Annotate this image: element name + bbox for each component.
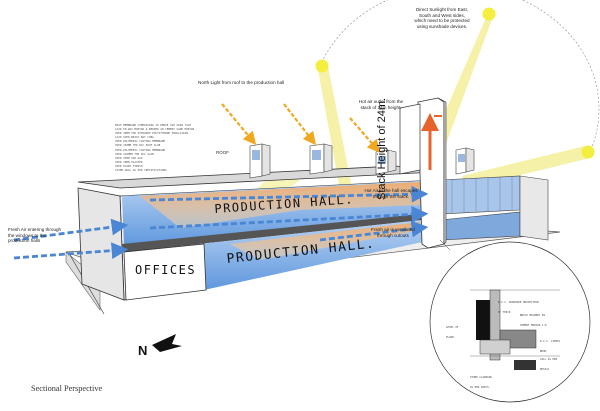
sun-south [482, 7, 496, 21]
sun-path-arc [319, 0, 600, 153]
spec-note-line: ROOF MEMBRANE COMPRISING 10 DENSE CUP SK… [115, 123, 192, 127]
direct-sunlight-note: Direct Sunlight from East, South and Wes… [414, 7, 470, 29]
roof-monitor-3 [375, 149, 397, 175]
sun-ray-cone-1 [318, 66, 352, 190]
roof-label: ROOF [216, 150, 229, 155]
stack-height-label: Stack Height of 24m. [376, 97, 388, 200]
building-left-face [77, 187, 125, 301]
caption: Sectional Perspective [31, 384, 103, 393]
roof-spec-notes: ROOF MEMBRANE COMPRISING 10 DENSE CUP SK… [115, 123, 227, 172]
detail-note-top: R.C.C. SUNSHADE PROJECTION 6" THICK [498, 301, 539, 315]
hot-air-arrow [421, 113, 442, 170]
roof-monitor-1 [249, 143, 271, 179]
lower-hall-warm-zone [230, 222, 420, 260]
spec-note-line: OVER 25MM AIR GAP [115, 155, 143, 160]
roof-monitor-4 [455, 147, 475, 175]
east-wing [519, 175, 549, 241]
spec-note-line: OVER 150MM THK RCC ROOF SLAB [115, 143, 161, 148]
detail-note-left: LEVEL OF FLOOR [446, 326, 459, 340]
spec-note-line: OVER 1200MM THK RCC SLAB [115, 151, 154, 156]
hot-air-escapes-note: Hot Air in the hall escapes through the … [364, 188, 418, 199]
spec-note-line: OVER 40MM THK EXTRUDED POLYSTYRENE INSUL… [115, 131, 188, 136]
ventilation-stack [399, 97, 447, 249]
spec-note-line: OVER POLYMERIC COATING MEMBRANE [115, 139, 166, 144]
upper-hall-warm-zone [140, 182, 420, 228]
roof-monitors [249, 143, 475, 179]
spec-note-line: LAID OVER BRICK BAT COBA [115, 135, 154, 140]
detail-note-bottom: STONE CLADDING AS PER SPECS. [470, 376, 492, 390]
detail-note-sill: SILL AS PER DETAIL [540, 358, 558, 372]
north-light-arrows [221, 103, 381, 153]
hot-air-outlet-note: Hot air outlet from the stack of 24m hei… [358, 99, 404, 110]
glazing-mullions [451, 177, 513, 213]
mid-floor-slab [122, 212, 442, 252]
fresh-air-ventilated-note: Fresh air is ventilated through cutouts [371, 227, 415, 238]
spec-note-line: OVER PAINT FINISH [115, 163, 143, 168]
detail-note-mid: BRICK MASONRY IN CEMENT MORTAR 1:6 [520, 314, 547, 328]
roof-monitor-2 [309, 143, 333, 175]
fresh-air-arrows [13, 185, 429, 260]
north-light-note: North Light from roof to the production … [198, 80, 285, 85]
north-label: N [138, 343, 148, 358]
fresh-air-windows-note: Fresh Air entering through the windows t… [8, 227, 62, 244]
north-arrow-icon [152, 334, 182, 352]
spec-note-line: STONE WALL AS PER SPECIFICATIONS [115, 168, 167, 173]
sun-west [581, 145, 595, 159]
spec-note-line: OVER POLYMERIC COATING MEMBRANE [115, 147, 166, 152]
offices-block [123, 243, 207, 301]
east-glazing-lower [439, 211, 521, 241]
sun-east [315, 59, 329, 73]
spec-note-line: LAID IN WAX MORTAR & BEDDED IN CEMENT SA… [115, 127, 195, 132]
detail-note-lintel: R.C.C. LINTEL BEAM [540, 340, 561, 354]
offices-label: OFFICES [135, 263, 197, 277]
spec-note-line: OVER 10MM PLASTER [115, 159, 143, 164]
wall-section-detail [429, 239, 591, 403]
